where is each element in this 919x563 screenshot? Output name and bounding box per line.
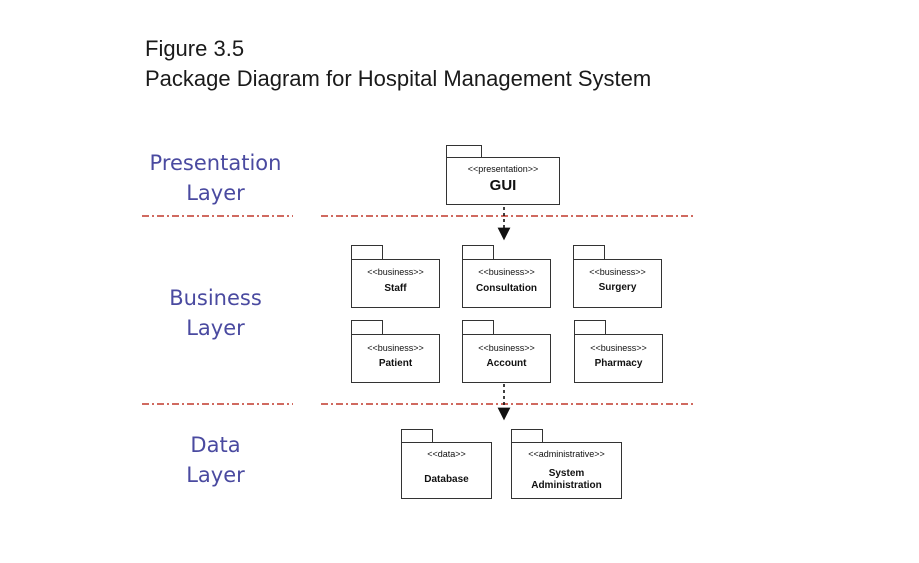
figure-number: Figure 3.5	[145, 36, 245, 61]
package-database-stereotype: <<data>>	[427, 449, 466, 459]
layer-label-data: Data Layer	[138, 430, 293, 490]
package-account-stereotype: <<business>>	[478, 343, 535, 353]
package-system-administration-name: System Administration	[531, 468, 602, 491]
package-account-name: Account	[486, 358, 527, 369]
package-surgery-name: Surgery	[598, 282, 637, 293]
package-patient: <<business>> Patient	[351, 334, 440, 383]
layer-label-data-line1: Data	[190, 433, 241, 457]
package-surgery: <<business>> Surgery	[573, 259, 662, 308]
layer-label-data-line2: Layer	[186, 463, 245, 487]
package-staff: <<business>> Staff	[351, 259, 440, 308]
package-system-administration: <<administrative>> System Administration	[511, 442, 622, 499]
package-gui-name: GUI	[489, 177, 517, 194]
package-consultation: <<business>> Consultation	[462, 259, 551, 308]
package-database-name: Database	[424, 474, 469, 485]
layer-label-business-line1: Business	[169, 286, 262, 310]
package-pharmacy-stereotype: <<business>>	[590, 343, 647, 353]
package-gui-stereotype: <<presentation>>	[467, 164, 539, 174]
package-consultation-name: Consultation	[475, 283, 538, 294]
package-patient-name: Patient	[378, 358, 413, 369]
package-surgery-stereotype: <<business>>	[589, 267, 646, 277]
package-consultation-stereotype: <<business>>	[478, 267, 535, 277]
package-account: <<business>> Account	[462, 334, 551, 383]
figure-title: Package Diagram for Hospital Management …	[145, 66, 652, 91]
package-staff-name: Staff	[384, 283, 407, 294]
layer-label-business: Business Layer	[138, 283, 293, 343]
layer-label-business-line2: Layer	[186, 316, 245, 340]
layer-label-presentation: Presentation Layer	[138, 148, 293, 208]
layer-label-presentation-line1: Presentation	[149, 151, 282, 175]
package-gui: <<presentation>> GUI	[446, 157, 560, 205]
package-pharmacy: <<business>> Pharmacy	[574, 334, 663, 383]
layer-label-presentation-line2: Layer	[186, 181, 245, 205]
package-system-administration-stereotype: <<administrative>>	[528, 449, 605, 459]
package-staff-stereotype: <<business>>	[367, 267, 424, 277]
package-pharmacy-name: Pharmacy	[594, 358, 643, 369]
package-patient-stereotype: <<business>>	[367, 343, 424, 353]
package-database: <<data>> Database	[401, 442, 492, 499]
